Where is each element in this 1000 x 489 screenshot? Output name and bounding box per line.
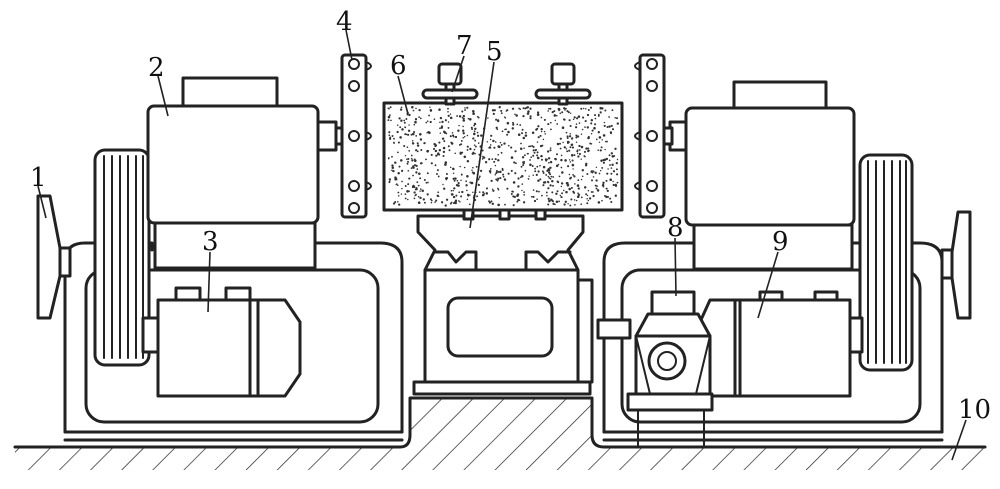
callout-4: 4 (336, 7, 353, 37)
callout-10: 10 (958, 395, 991, 425)
callout-6: 6 (390, 51, 407, 81)
left-bed (63, 241, 404, 442)
left-handwheel (36, 194, 72, 320)
center-work-table (412, 208, 594, 396)
right-spindle-head (662, 80, 856, 271)
leader-3 (207, 251, 211, 313)
leader-6 (397, 75, 409, 115)
left-motor (141, 286, 302, 398)
leader-1 (37, 185, 47, 219)
right-clamp-plate (634, 53, 666, 219)
leader-4 (345, 29, 353, 61)
leader-10 (951, 419, 967, 461)
callout-3: 3 (202, 227, 219, 257)
top-clamp-right (534, 62, 592, 106)
callout-2: 2 (148, 53, 165, 83)
foundation (13, 396, 987, 470)
callout-7: 7 (456, 31, 473, 61)
callout-9: 9 (772, 227, 789, 257)
callout-5: 5 (486, 37, 503, 67)
top-clamp-left (421, 62, 479, 106)
leader-7 (451, 55, 465, 93)
right-motor (698, 290, 864, 398)
leader-9 (757, 251, 779, 319)
callout-leaders (37, 29, 967, 461)
feed-gearbox (596, 290, 714, 448)
left-clamp-plate (340, 53, 372, 219)
leader-2 (157, 75, 169, 117)
right-handwheel (940, 210, 972, 320)
workpiece-dots (387, 105, 619, 207)
left-spindle-head (146, 76, 346, 270)
leader-8 (674, 237, 677, 297)
leader-5 (469, 61, 495, 229)
callout-labels: 1 2 3 4 5 6 7 8 9 10 (30, 7, 991, 425)
left-belt-pulley (93, 148, 151, 367)
right-belt-pulley (858, 153, 914, 372)
callout-8: 8 (667, 213, 684, 243)
workpiece-block (382, 101, 624, 212)
callout-1: 1 (30, 163, 47, 193)
